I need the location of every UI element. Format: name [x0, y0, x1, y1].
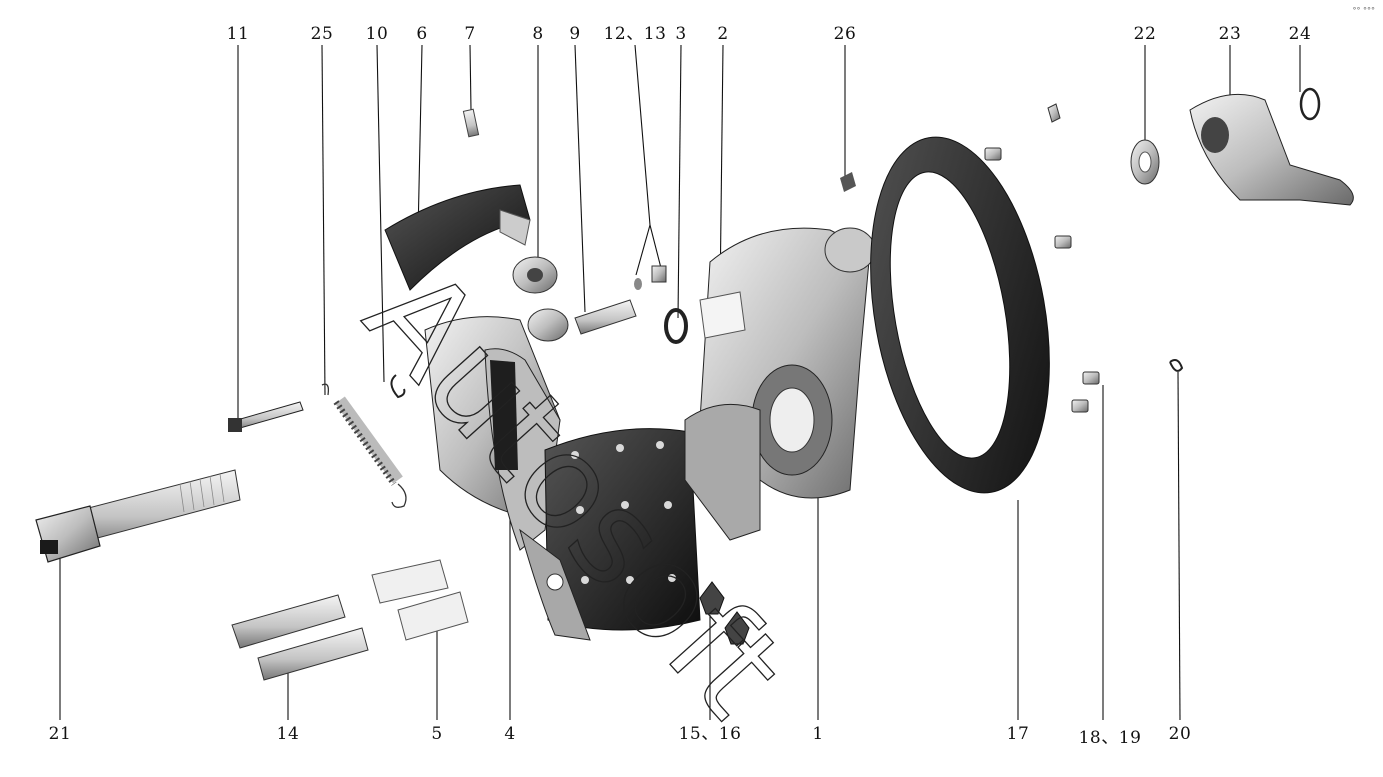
slack-adjuster-lever	[1189, 93, 1354, 206]
small-screw	[840, 172, 856, 192]
label-part-9: 9	[569, 24, 581, 44]
label-part-12-13: 12、13	[603, 24, 667, 44]
roller-pin	[574, 299, 637, 335]
splined-shaft	[35, 469, 241, 563]
seal-ring	[664, 308, 688, 344]
label-part-21: 21	[48, 724, 72, 744]
brake-shoe-assembly	[424, 316, 701, 641]
label-part-17: 17	[1006, 724, 1030, 744]
label-part-18-19: 18、19	[1078, 728, 1142, 748]
return-spring	[321, 383, 407, 508]
lock-clip	[1169, 359, 1184, 372]
label-part-7: 7	[464, 24, 476, 44]
label-part-22: 22	[1133, 24, 1157, 44]
retaining-clip	[390, 374, 406, 399]
grease-nipples	[699, 581, 750, 645]
shield-bolts	[984, 103, 1100, 413]
label-part-23: 23	[1218, 24, 1242, 44]
dust-shield	[870, 136, 1050, 494]
brake-housing	[684, 227, 923, 541]
label-part-26: 26	[833, 24, 857, 44]
label-part-3: 3	[675, 24, 687, 44]
small-pin	[462, 108, 480, 138]
leader-lines	[59, 44, 1301, 721]
bolt	[228, 401, 304, 432]
anchor-pins	[231, 594, 369, 681]
label-part-20: 20	[1168, 724, 1192, 744]
roller	[512, 256, 569, 342]
label-part-8: 8	[532, 24, 544, 44]
nut-and-washer	[634, 265, 667, 290]
corner-mark: °° °°°	[1352, 6, 1375, 15]
label-part-11: 11	[226, 24, 250, 44]
label-part-1: 1	[812, 724, 824, 744]
label-part-24: 24	[1288, 24, 1312, 44]
label-part-2: 2	[717, 24, 729, 44]
label-part-4: 4	[504, 724, 516, 744]
label-part-15-16: 15、16	[678, 724, 742, 744]
label-part-5: 5	[431, 724, 443, 744]
label-part-25: 25	[310, 24, 334, 44]
snap-ring	[1299, 87, 1321, 121]
label-part-14: 14	[276, 724, 300, 744]
label-part-6: 6	[416, 24, 428, 44]
brake-lining-top	[384, 184, 531, 291]
bushings	[371, 559, 469, 641]
label-part-10: 10	[365, 24, 389, 44]
